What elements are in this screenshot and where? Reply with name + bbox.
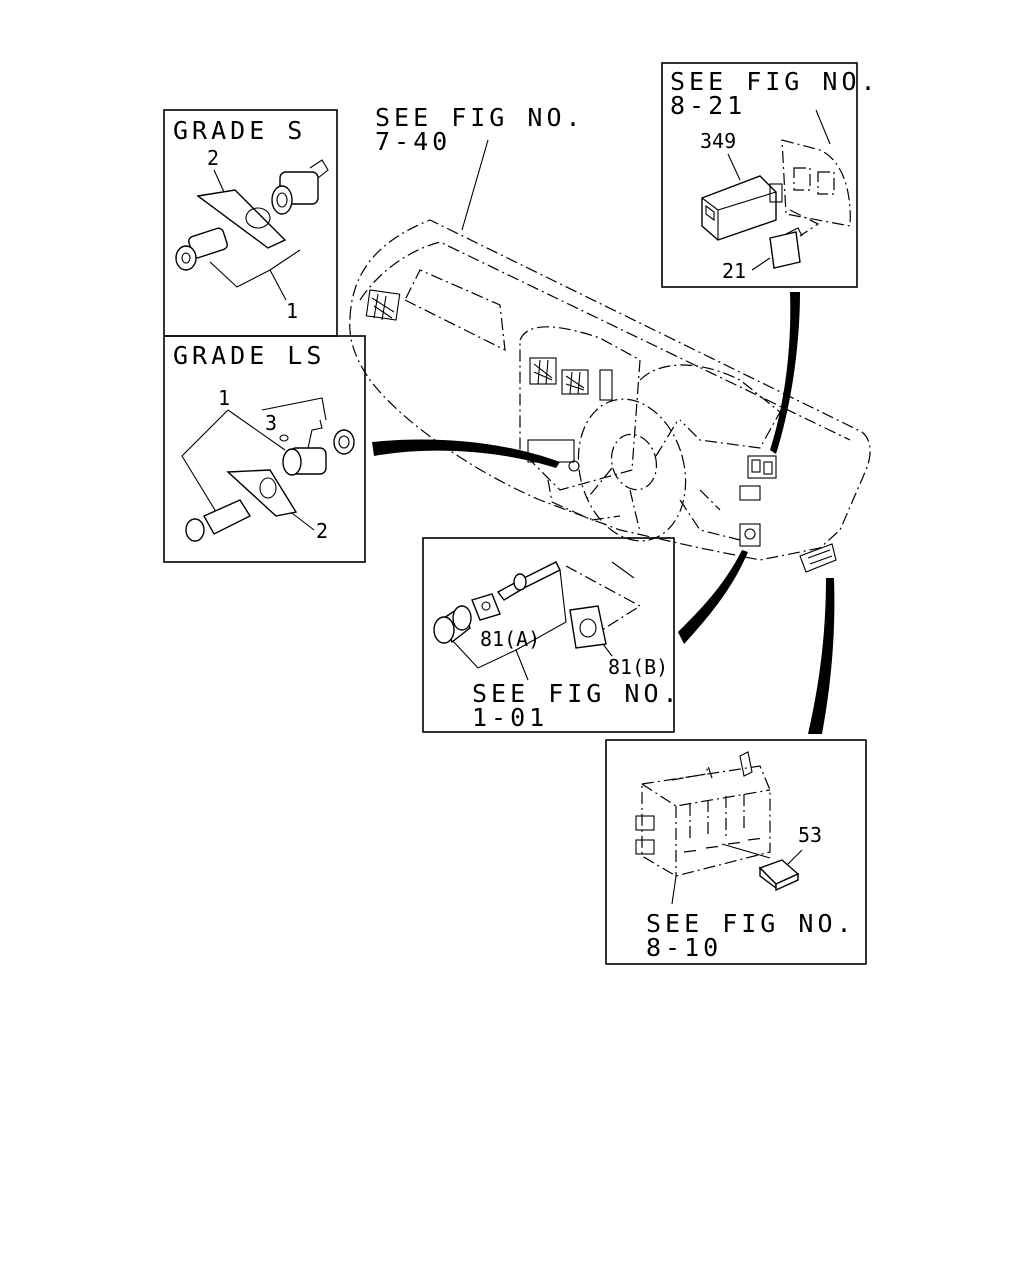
bezel-ls-icon xyxy=(226,469,298,517)
grade-ls-callout-3: 3 xyxy=(265,411,277,435)
fig-8-10-panel: 53 SEE FIG NO. 8-10 xyxy=(605,739,867,965)
knob-icon xyxy=(433,604,472,644)
fig-8-21-callout-349: 349 xyxy=(700,129,736,153)
center-vent-left-icon xyxy=(529,357,557,385)
arrow-to-fusebox xyxy=(808,578,835,734)
aux-switch-location xyxy=(739,485,761,501)
grade-ls-leader-1 xyxy=(181,409,286,516)
fig-8-10-line1: SEE FIG NO. xyxy=(646,909,856,938)
glovebox-latch-location xyxy=(739,523,761,547)
grade-s-title: GRADE S xyxy=(173,116,306,145)
right-vent-icon xyxy=(799,543,837,573)
grade-s-callout-1: 1 xyxy=(286,299,298,323)
grade-ls-leader-3 xyxy=(261,397,327,421)
bezel-hole xyxy=(245,207,271,229)
fig-8-10-line2: 8-10 xyxy=(646,933,722,962)
dash-ref-line2: 7-40 xyxy=(375,127,451,156)
lighter-plug-ls-icon xyxy=(185,499,252,542)
fig-8-21-line2: 8-21 xyxy=(670,91,746,120)
retaining-ring xyxy=(333,429,355,455)
grade-ls-title: GRADE LS xyxy=(173,341,325,370)
fig-1-01-callout-81b: 81(B) xyxy=(608,655,668,679)
fig-8-21-ref-leader xyxy=(815,109,831,145)
grade-s-callout-2: 2 xyxy=(207,146,219,170)
grade-s-leader-1 xyxy=(209,249,301,301)
grade-ls-callout-1: 1 xyxy=(218,386,230,410)
column-cover xyxy=(679,489,741,541)
leader-349 xyxy=(727,153,741,181)
grade-ls-panel: GRADE LS 1 3 2 xyxy=(163,335,366,563)
fuse-box-icon xyxy=(635,751,771,877)
leader-21 xyxy=(751,257,771,271)
clip-icon xyxy=(471,593,501,621)
fig-1-01-callout-81a: 81(A) xyxy=(480,627,540,651)
mirror-switch-location xyxy=(747,455,777,479)
lighter-location xyxy=(568,460,580,472)
switch-bezel-outline xyxy=(781,139,851,227)
arrow-to-lighter xyxy=(372,439,560,468)
pointer-arrows xyxy=(372,292,835,734)
bezel-opening-right xyxy=(817,171,835,195)
center-vent-right-icon xyxy=(561,369,589,395)
fig-8-21-callout-21: 21 xyxy=(722,259,746,283)
fig-8-10-callout-53: 53 xyxy=(798,823,822,847)
leader-53 xyxy=(785,849,803,867)
fig-8-10-frame xyxy=(605,739,867,965)
grade-s-panel: GRADE S 2 1 xyxy=(163,109,338,337)
cluster-hood xyxy=(639,364,781,449)
lighter-socket-icon xyxy=(271,159,329,215)
fig-1-01-line2: 1-01 xyxy=(472,703,548,732)
bezel-opening-left xyxy=(793,167,811,191)
fig-1-01-frame xyxy=(422,537,675,733)
dash-top-edge xyxy=(359,241,851,441)
left-vent-icon xyxy=(365,289,401,321)
grade-s-leader-2 xyxy=(213,169,225,193)
lighter-socket-ls-icon xyxy=(279,419,355,476)
center-console xyxy=(519,326,641,491)
dash-cluster-opening xyxy=(404,269,506,352)
arrow-to-switch xyxy=(770,292,800,454)
shaft-icon xyxy=(496,561,561,601)
dash-outline xyxy=(349,219,871,561)
fig-8-21-panel: SEE FIG NO. 8-21 349 21 xyxy=(661,62,880,288)
dash-ref-line1: SEE FIG NO. xyxy=(375,103,585,132)
fig-1-01-line1: SEE FIG NO. xyxy=(472,679,682,708)
dash-ref-leader xyxy=(461,139,489,231)
hazard-switch xyxy=(599,369,613,401)
console-lower-edge xyxy=(547,479,621,521)
arrow-to-knob xyxy=(678,550,748,644)
switch-349-icon xyxy=(701,175,783,241)
leader-81a xyxy=(451,569,567,681)
grade-ls-frame xyxy=(163,335,366,563)
steering-wheel-icon xyxy=(577,398,687,542)
fig-1-01-dash-link xyxy=(565,565,642,631)
fig-8-10-ref-leader xyxy=(671,875,677,905)
blank-cover-21-icon xyxy=(769,231,801,269)
grade-ls-callout-2: 2 xyxy=(316,519,328,543)
lighter-plug-icon xyxy=(175,227,228,271)
bezel-plate-icon xyxy=(196,189,287,249)
instrument-panel-drawing: SEE FIG NO. 7-40 xyxy=(349,103,871,573)
bezel-81b-icon xyxy=(569,605,607,649)
fig-8-21-frame xyxy=(661,62,858,288)
fig-1-01-panel: 81(A) 81(B) SEE FIG NO. 1-01 xyxy=(422,537,682,733)
relay-53-icon xyxy=(758,859,800,892)
fig-8-21-line1: SEE FIG NO. xyxy=(670,67,880,96)
